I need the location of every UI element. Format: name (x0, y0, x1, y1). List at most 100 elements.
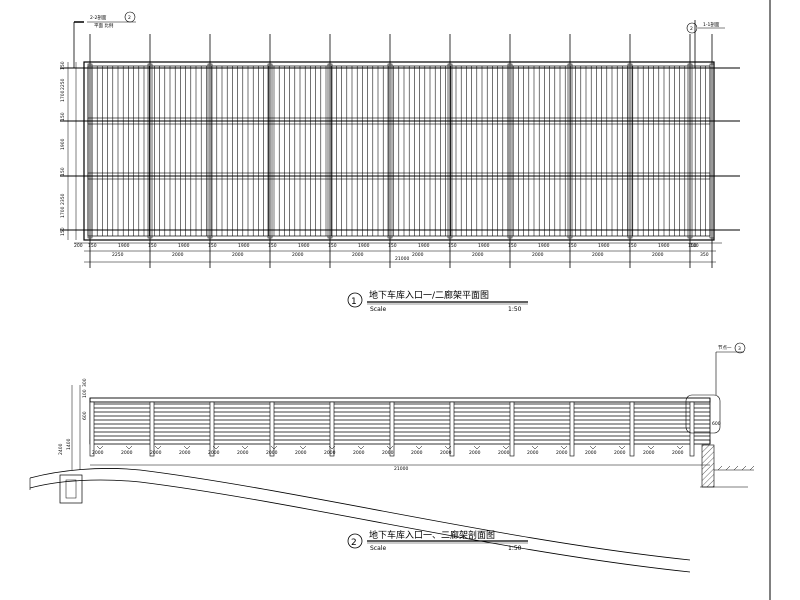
plan-bottom-dim-a: 1900 (478, 243, 490, 249)
elevation-post-dim: 2000 (672, 450, 684, 456)
plan-bottom-dim-a: 1900 (358, 243, 370, 249)
elevation-posts (89, 401, 695, 457)
plan-bottom-dim-b: 2000 (352, 252, 364, 258)
section-ref-marker: 2-2剖面 平面 比例 2 (73, 11, 136, 68)
elevation-left-dim: 100 (82, 389, 88, 398)
elevation-right-dim: 600 (712, 421, 721, 427)
elevation-title-block: 2 地下车库入口一、二廊架剖面图 Scale 1:50 (347, 529, 528, 552)
plan-slats (91, 66, 706, 236)
plan-scale-word: Scale (370, 306, 386, 313)
ramp-slope (29, 468, 691, 573)
elevation-post-dim: 2000 (585, 450, 597, 456)
right-foundation (700, 444, 755, 488)
post (89, 401, 95, 457)
elevation-post-dim: 2000 (382, 450, 394, 456)
top-beam (89, 397, 711, 403)
elevation-post-dim: 2000 (498, 450, 510, 456)
plan-bottom-dim-a: 150 (208, 243, 217, 249)
detail-ref-label: 节点一 (718, 345, 732, 351)
top-right-ref-marker: 2 1-1剖面 (686, 20, 725, 68)
elevation-post-dim: 2000 (266, 450, 278, 456)
elevation-post-dim: 2000 (208, 450, 220, 456)
elevation-scale-value: 1:50 (508, 545, 522, 552)
elevation-post-dim: 2000 (527, 450, 539, 456)
elevation-post-dim: 2000 (179, 450, 191, 456)
plan-bottom-dim-a: 1900 (118, 243, 130, 249)
plan-bottom-dim-a: 1900 (538, 243, 550, 249)
elevation-post-dim: 2000 (150, 450, 162, 456)
plan-bottom-dim-a: 100 (690, 243, 699, 249)
plan-left-dim: 150 (60, 167, 66, 176)
post (449, 401, 455, 457)
elevation-slats (89, 398, 711, 444)
elevation-post-dim: 2000 (556, 450, 568, 456)
elevation-total-dim: 21000 (394, 466, 408, 472)
post (209, 401, 215, 457)
section-ref-label: 2-2剖面 (90, 14, 107, 21)
elevation-scale-word: Scale (370, 545, 386, 552)
plan-bottom-dim-b: 2000 (232, 252, 244, 258)
plan-left-dim: 150 (60, 112, 66, 121)
post (269, 401, 275, 457)
plan-bottom-dim-a: 150 (628, 243, 637, 249)
elevation-title-number: 2 (351, 538, 357, 548)
elevation-post-dim: 2000 (295, 450, 307, 456)
plan-bottom-dim-a: 150 (688, 243, 697, 249)
plan-bottom-dim-b: 2000 (532, 252, 544, 258)
plan-bottom-dim-a: 150 (88, 243, 97, 249)
plan-bottom-dim-a: 150 (448, 243, 457, 249)
plan-total-dim: 21000 (395, 256, 409, 262)
elevation-post-dimensions: 2000 2000 2000 2000 2000 2000 2000 2000 2000 2000… (92, 445, 684, 456)
elevation-left-dim: 600 (82, 411, 88, 420)
plan-title-number: 1 (351, 297, 357, 307)
plan-bottom-dim-a: 1900 (598, 243, 610, 249)
post (149, 401, 155, 457)
elevation-post-dim: 2000 (324, 450, 336, 456)
plan-bottom-dim-b: 2000 (592, 252, 604, 258)
plan-left-dim: 1700 (60, 90, 66, 102)
post (629, 401, 635, 457)
plan-bottom-dim-b: 350 (700, 252, 709, 258)
plan-bottom-dim-b: 2000 (292, 252, 304, 258)
plan-grid-lines (87, 34, 715, 268)
bottom-beam (89, 439, 711, 445)
elevation-left-dim: 2400 (58, 443, 64, 455)
elevation-post-dim: 2000 (92, 450, 104, 456)
plan-scale-value: 1:50 (508, 306, 522, 313)
post (569, 401, 575, 457)
post (509, 401, 515, 457)
post (329, 401, 335, 457)
elevation-post-dim: 2000 (411, 450, 423, 456)
plan-bottom-dim-a: 150 (268, 243, 277, 249)
elevation-post-dim: 2000 (643, 450, 655, 456)
elevation-post-dim: 2000 (237, 450, 249, 456)
elevation-title: 地下车库入口一、二廊架剖面图 (369, 529, 495, 541)
plan-bottom-dim-b: 2000 (172, 252, 184, 258)
elevation-post-dim: 2000 (614, 450, 626, 456)
plan-title: 地下车库入口一/二廊架平面图 (369, 289, 489, 301)
plan-bottom-dim-a: 150 (568, 243, 577, 249)
post (389, 401, 395, 457)
plan-left-dim: 1700 (60, 206, 66, 218)
plan-title-block: 1 地下车库入口一/二廊架平面图 Scale 1:50 (347, 289, 528, 313)
plan-bottom-dim-b: 2000 (652, 252, 664, 258)
section-ref-num: 2 (128, 15, 131, 21)
plan-bottom-dim-b: 2000 (412, 252, 424, 258)
plan-left-dim: 150 (60, 61, 66, 70)
plan-bottom-dim-b: 2000 (472, 252, 484, 258)
plan-bottom-dim-a: 1900 (178, 243, 190, 249)
plan-bottom-dim-a: 150 (328, 243, 337, 249)
plan-bottom-dim-a: 1900 (298, 243, 310, 249)
plan-bottom-dim-a: 1900 (418, 243, 430, 249)
elevation-post-dim: 2000 (353, 450, 365, 456)
plan-bottom-dim-a: 150 (148, 243, 157, 249)
detail-callout-box (685, 394, 721, 434)
plan-left-dim: 1900 (60, 138, 66, 150)
plan-left-dim: 150 (60, 227, 66, 236)
